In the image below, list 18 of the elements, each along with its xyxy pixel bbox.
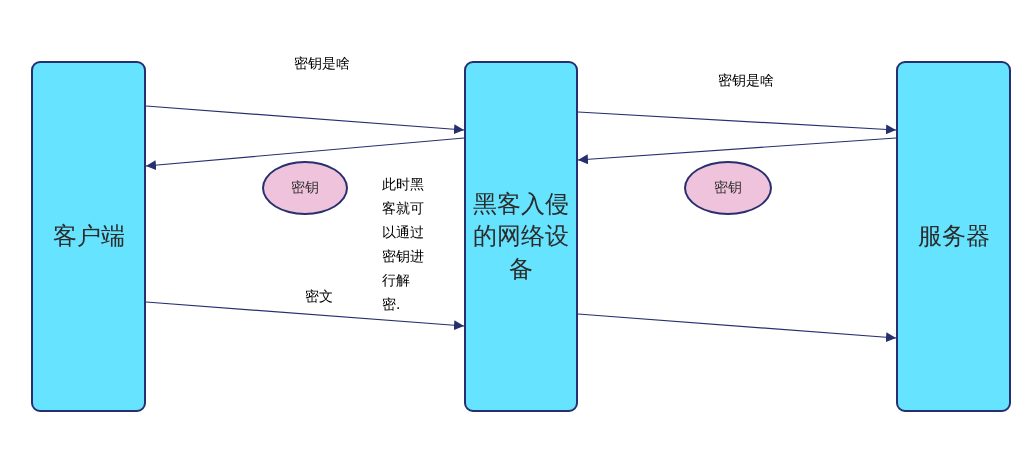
edge-label: 密钥是啥 (716, 72, 776, 90)
arrow (577, 137, 897, 165)
arrow (145, 137, 465, 171)
lane-label: 黑客入侵的网络设备 (472, 188, 570, 285)
lane-box (464, 61, 578, 412)
arrow (145, 301, 465, 331)
lane-label: 客户端 (51, 221, 126, 253)
lane-box (31, 61, 146, 412)
edge-label: 密钥是啥 (292, 55, 352, 73)
arrow (145, 105, 465, 135)
ellipse-label: 密钥 (291, 179, 319, 197)
lane-label: 服务器 (916, 221, 991, 253)
arrow (577, 313, 897, 343)
note-text: 此时黑客就可以通过密钥进行解密. (382, 175, 424, 314)
edge-label: 密文 (303, 288, 335, 306)
ellipse-label: 密钥 (714, 179, 742, 197)
arrow (577, 111, 897, 135)
lane-box (896, 61, 1011, 412)
